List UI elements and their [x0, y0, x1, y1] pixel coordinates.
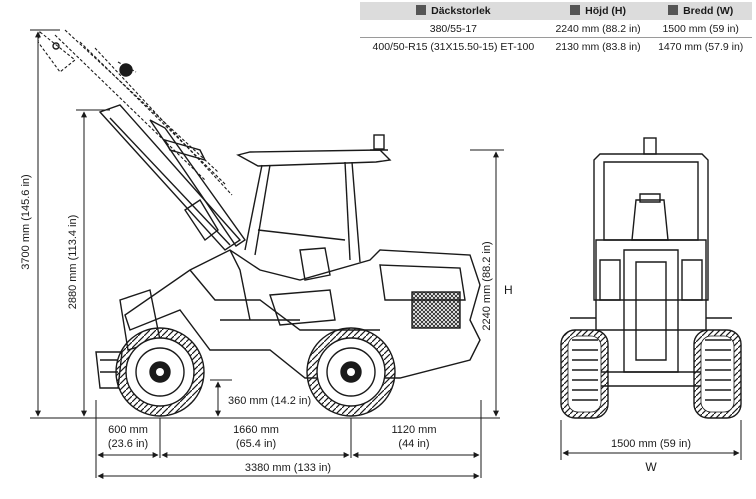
height-symbol: H — [504, 283, 513, 297]
cell-tire-size: 380/55-17 — [429, 22, 478, 35]
rear-section-mm: 1120 mm — [391, 424, 436, 436]
cell-tire-size: 400/50-R15 (31X15.50-15) ET-100 — [360, 37, 547, 55]
table-row: 400/50-R15 (31X15.50-15) ET-100 2130 mm … — [360, 37, 752, 55]
header-label: Höjd (H) — [585, 5, 626, 17]
square-icon — [570, 5, 581, 15]
front-wheel — [115, 327, 205, 417]
tire-spec-table: Däckstorlek Höjd (H) Bredd (W) 380/55-17… — [360, 2, 752, 55]
rear-wheel — [306, 327, 396, 417]
beacon-light — [373, 134, 385, 150]
header-tire-size: Däckstorlek — [360, 2, 547, 20]
header-width: Bredd (W) — [649, 2, 752, 20]
cell-height: 2240 mm (88.2 in) — [555, 22, 641, 35]
raised-boom-outline — [37, 29, 233, 196]
front-overhang-in: (23.6 in) — [108, 438, 148, 450]
raised-bucket-pin — [119, 63, 133, 77]
cell-height: 2130 mm (83.8 in) — [546, 37, 650, 55]
cab-height-label: 2240 mm (88.2 in) — [481, 241, 493, 330]
total-length-label: 3380 mm (133 in) — [245, 462, 331, 474]
loader-boom — [98, 104, 246, 251]
front-dimensions — [560, 420, 742, 460]
header-height: Höjd (H) — [546, 2, 650, 20]
header-label: Däckstorlek — [431, 5, 491, 17]
beacon-light — [643, 137, 657, 155]
max-height-label: 3700 mm (145.6 in) — [20, 174, 32, 269]
engine-grille — [411, 291, 461, 329]
pin-height-label: 2880 mm (113.4 in) — [67, 215, 79, 310]
front-width-label: 1500 mm (59 in) — [611, 438, 691, 450]
wheelbase-in: (65.4 in) — [236, 438, 276, 450]
rops-canopy — [236, 134, 392, 281]
wheelbase-mm: 1660 mm — [233, 424, 279, 436]
cell-width: 1470 mm (57.9 in) — [649, 37, 752, 55]
square-icon — [668, 5, 679, 15]
ground-clearance-label: 360 mm (14.2 in) — [228, 395, 311, 407]
header-label: Bredd (W) — [683, 5, 734, 17]
square-icon — [416, 5, 427, 15]
chassis-body — [124, 249, 481, 379]
table-header-row: Däckstorlek Höjd (H) Bredd (W) — [360, 2, 752, 20]
cell-width: 1500 mm (59 in) — [662, 22, 739, 35]
right-front-tire — [693, 329, 742, 419]
loader-front-view — [560, 137, 742, 419]
rear-section-in: (44 in) — [398, 438, 429, 450]
table-row: 380/55-17 2240 mm (88.2 in) 1500 mm (59 … — [360, 20, 752, 38]
left-front-tire — [560, 329, 609, 419]
loader-side-view — [37, 29, 481, 417]
width-symbol: W — [645, 460, 657, 474]
side-dimensions — [30, 29, 504, 479]
front-overhang-mm: 600 mm — [108, 424, 148, 436]
boom-pivot — [52, 42, 60, 50]
